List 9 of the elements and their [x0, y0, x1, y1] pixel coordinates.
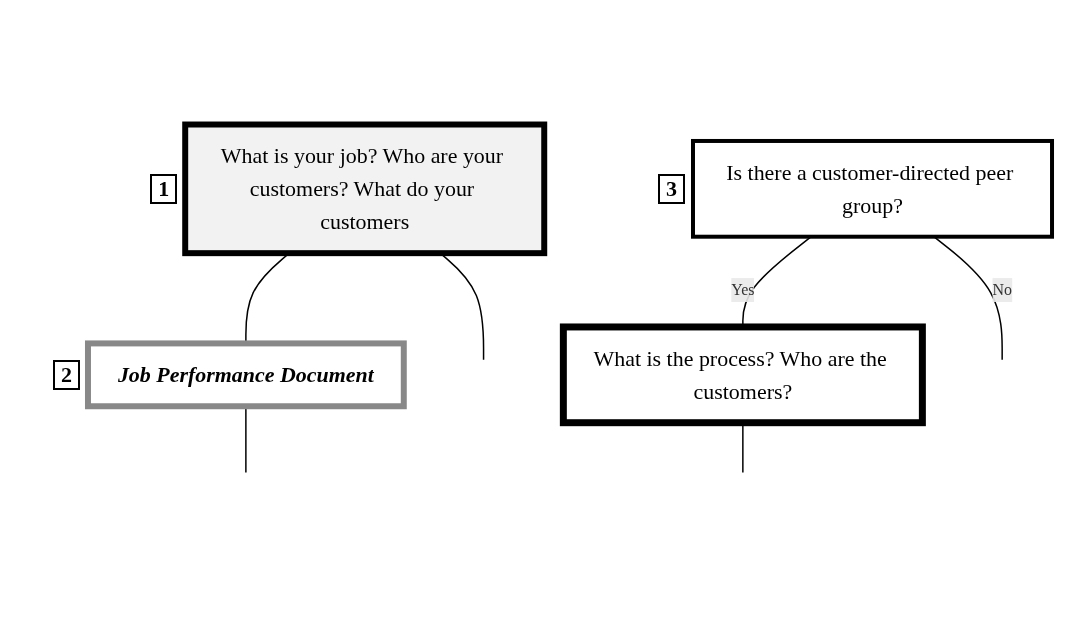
edge-label: No: [992, 281, 1012, 299]
node-box: Job Performance Document: [85, 340, 407, 410]
callout-number: 2: [52, 359, 80, 390]
node-box: Is there a customer-directed peer group?: [691, 138, 1054, 239]
node-box: What is the process? Who are the customers?: [559, 323, 926, 427]
callout-number: 3: [658, 173, 685, 204]
edge-label: Yes: [731, 281, 755, 299]
node-box: What is your job? Who are your customers? What do your customers: [182, 121, 548, 257]
callout-number: 1: [150, 173, 178, 204]
